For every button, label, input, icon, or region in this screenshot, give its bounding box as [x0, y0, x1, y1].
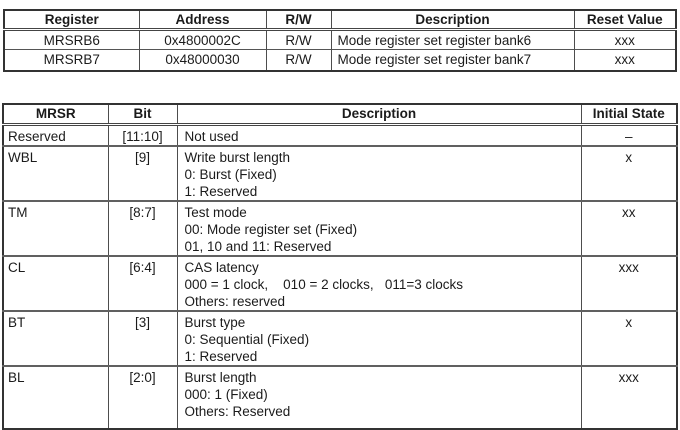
cell-rw: R/W — [265, 49, 331, 71]
description-line: 1: Reserved — [184, 348, 258, 364]
table-row: BT [3] Burst type 0: Sequential (Fixed) … — [3, 309, 677, 366]
cell-description: CAS latency 000 = 1 clock, 010 = 2 clock… — [176, 254, 581, 311]
cell-field-name: BT — [3, 309, 108, 366]
cell-description: Test mode 00: Mode register set (Fixed) … — [176, 199, 581, 256]
cell-description: Mode register set register bank7 — [330, 49, 574, 71]
cell-bit-range: [11:10] — [107, 124, 177, 146]
column-header-mrsr: MRSR — [3, 104, 108, 126]
cell-field-name: WBL — [3, 144, 108, 201]
table-row: MRSRB6 0x4800002C R/W Mode register set … — [4, 29, 676, 50]
table-row: CL [6:4] CAS latency 000 = 1 clock, 010 … — [3, 254, 677, 311]
description-line: 00: Mode register set (Fixed) — [184, 221, 358, 237]
table-row: TM [8:7] Test mode 00: Mode register set… — [3, 199, 677, 256]
table-row: WBL [9] Write burst length 0: Burst (Fix… — [3, 144, 677, 201]
cell-bit-range: [9] — [107, 144, 177, 201]
description-line: Burst length — [184, 369, 257, 385]
register-summary-table: Register Address R/W Description Reset V… — [3, 9, 677, 72]
table-row: MRSRB7 0x48000030 R/W Mode register set … — [4, 49, 676, 71]
column-header-reset-value: Reset Value — [573, 10, 676, 31]
description-line: 01, 10 and 11: Reserved — [184, 238, 332, 254]
cell-description: Burst type 0: Sequential (Fixed) 1: Rese… — [176, 309, 581, 366]
cell-reset-value: xxx — [573, 29, 676, 50]
column-header-rw: R/W — [265, 10, 331, 31]
cell-bit-range: [2:0] — [107, 364, 177, 429]
cell-description: Burst length 000: 1 (Fixed) Others: Rese… — [176, 364, 581, 429]
cell-description: Mode register set register bank6 — [330, 29, 574, 50]
description-line: CAS latency — [184, 259, 259, 275]
register-table-header-row: Register Address R/W Description Reset V… — [4, 10, 676, 31]
column-header-description: Description — [176, 104, 581, 126]
cell-address: 0x48000030 — [138, 49, 266, 71]
column-header-bit: Bit — [107, 104, 177, 126]
description-line: Others: Reserved — [184, 403, 291, 419]
mrsr-field-table: MRSR Bit Description Initial State Reser… — [2, 103, 678, 430]
cell-description: Write burst length 0: Burst (Fixed) 1: R… — [176, 144, 581, 201]
field-table-header-row: MRSR Bit Description Initial State — [3, 104, 677, 126]
cell-initial-state: x — [580, 144, 677, 201]
description-line: Write burst length — [184, 149, 291, 165]
cell-field-name: TM — [3, 199, 108, 256]
column-header-register: Register — [4, 10, 139, 31]
column-header-address: Address — [138, 10, 266, 31]
description-line: 000 = 1 clock, 010 = 2 clocks, 011=3 clo… — [184, 276, 464, 292]
cell-address: 0x4800002C — [138, 29, 266, 50]
description-line: 000: 1 (Fixed) — [184, 386, 268, 402]
cell-bit-range: [6:4] — [107, 254, 177, 311]
cell-initial-state: xxx — [580, 254, 677, 311]
cell-register-name: MRSRB7 — [4, 49, 139, 71]
description-line: 0: Sequential (Fixed) — [184, 331, 310, 347]
cell-field-name: Reserved — [8, 128, 66, 144]
cell-register-name: MRSRB6 — [43, 32, 100, 48]
cell-initial-state: x — [580, 309, 677, 366]
cell-reset-value: xxx — [573, 49, 676, 71]
description-line: Test mode — [184, 204, 247, 220]
table-row: BL [2:0] Burst length 000: 1 (Fixed) Oth… — [3, 364, 677, 429]
column-header-initial-state: Initial State — [580, 104, 677, 126]
cell-field-name: BL — [3, 364, 108, 429]
table-row: Reserved [11:10] Not used – — [3, 124, 677, 146]
cell-bit-range: [3] — [107, 309, 177, 366]
description-line: Others: reserved — [184, 293, 286, 309]
cell-initial-state: – — [580, 124, 677, 146]
cell-field-name: CL — [3, 254, 108, 311]
cell-rw: R/W — [265, 29, 331, 50]
cell-bit-range: [8:7] — [107, 199, 177, 256]
cell-description: Not used — [176, 124, 581, 146]
description-line: Not used — [184, 128, 239, 144]
description-line: 1: Reserved — [184, 183, 258, 199]
description-line: Burst type — [184, 314, 246, 330]
column-header-description: Description — [330, 10, 574, 31]
cell-initial-state: xxx — [580, 364, 677, 429]
description-line: 0: Burst (Fixed) — [184, 166, 277, 182]
cell-initial-state: xx — [580, 199, 677, 256]
